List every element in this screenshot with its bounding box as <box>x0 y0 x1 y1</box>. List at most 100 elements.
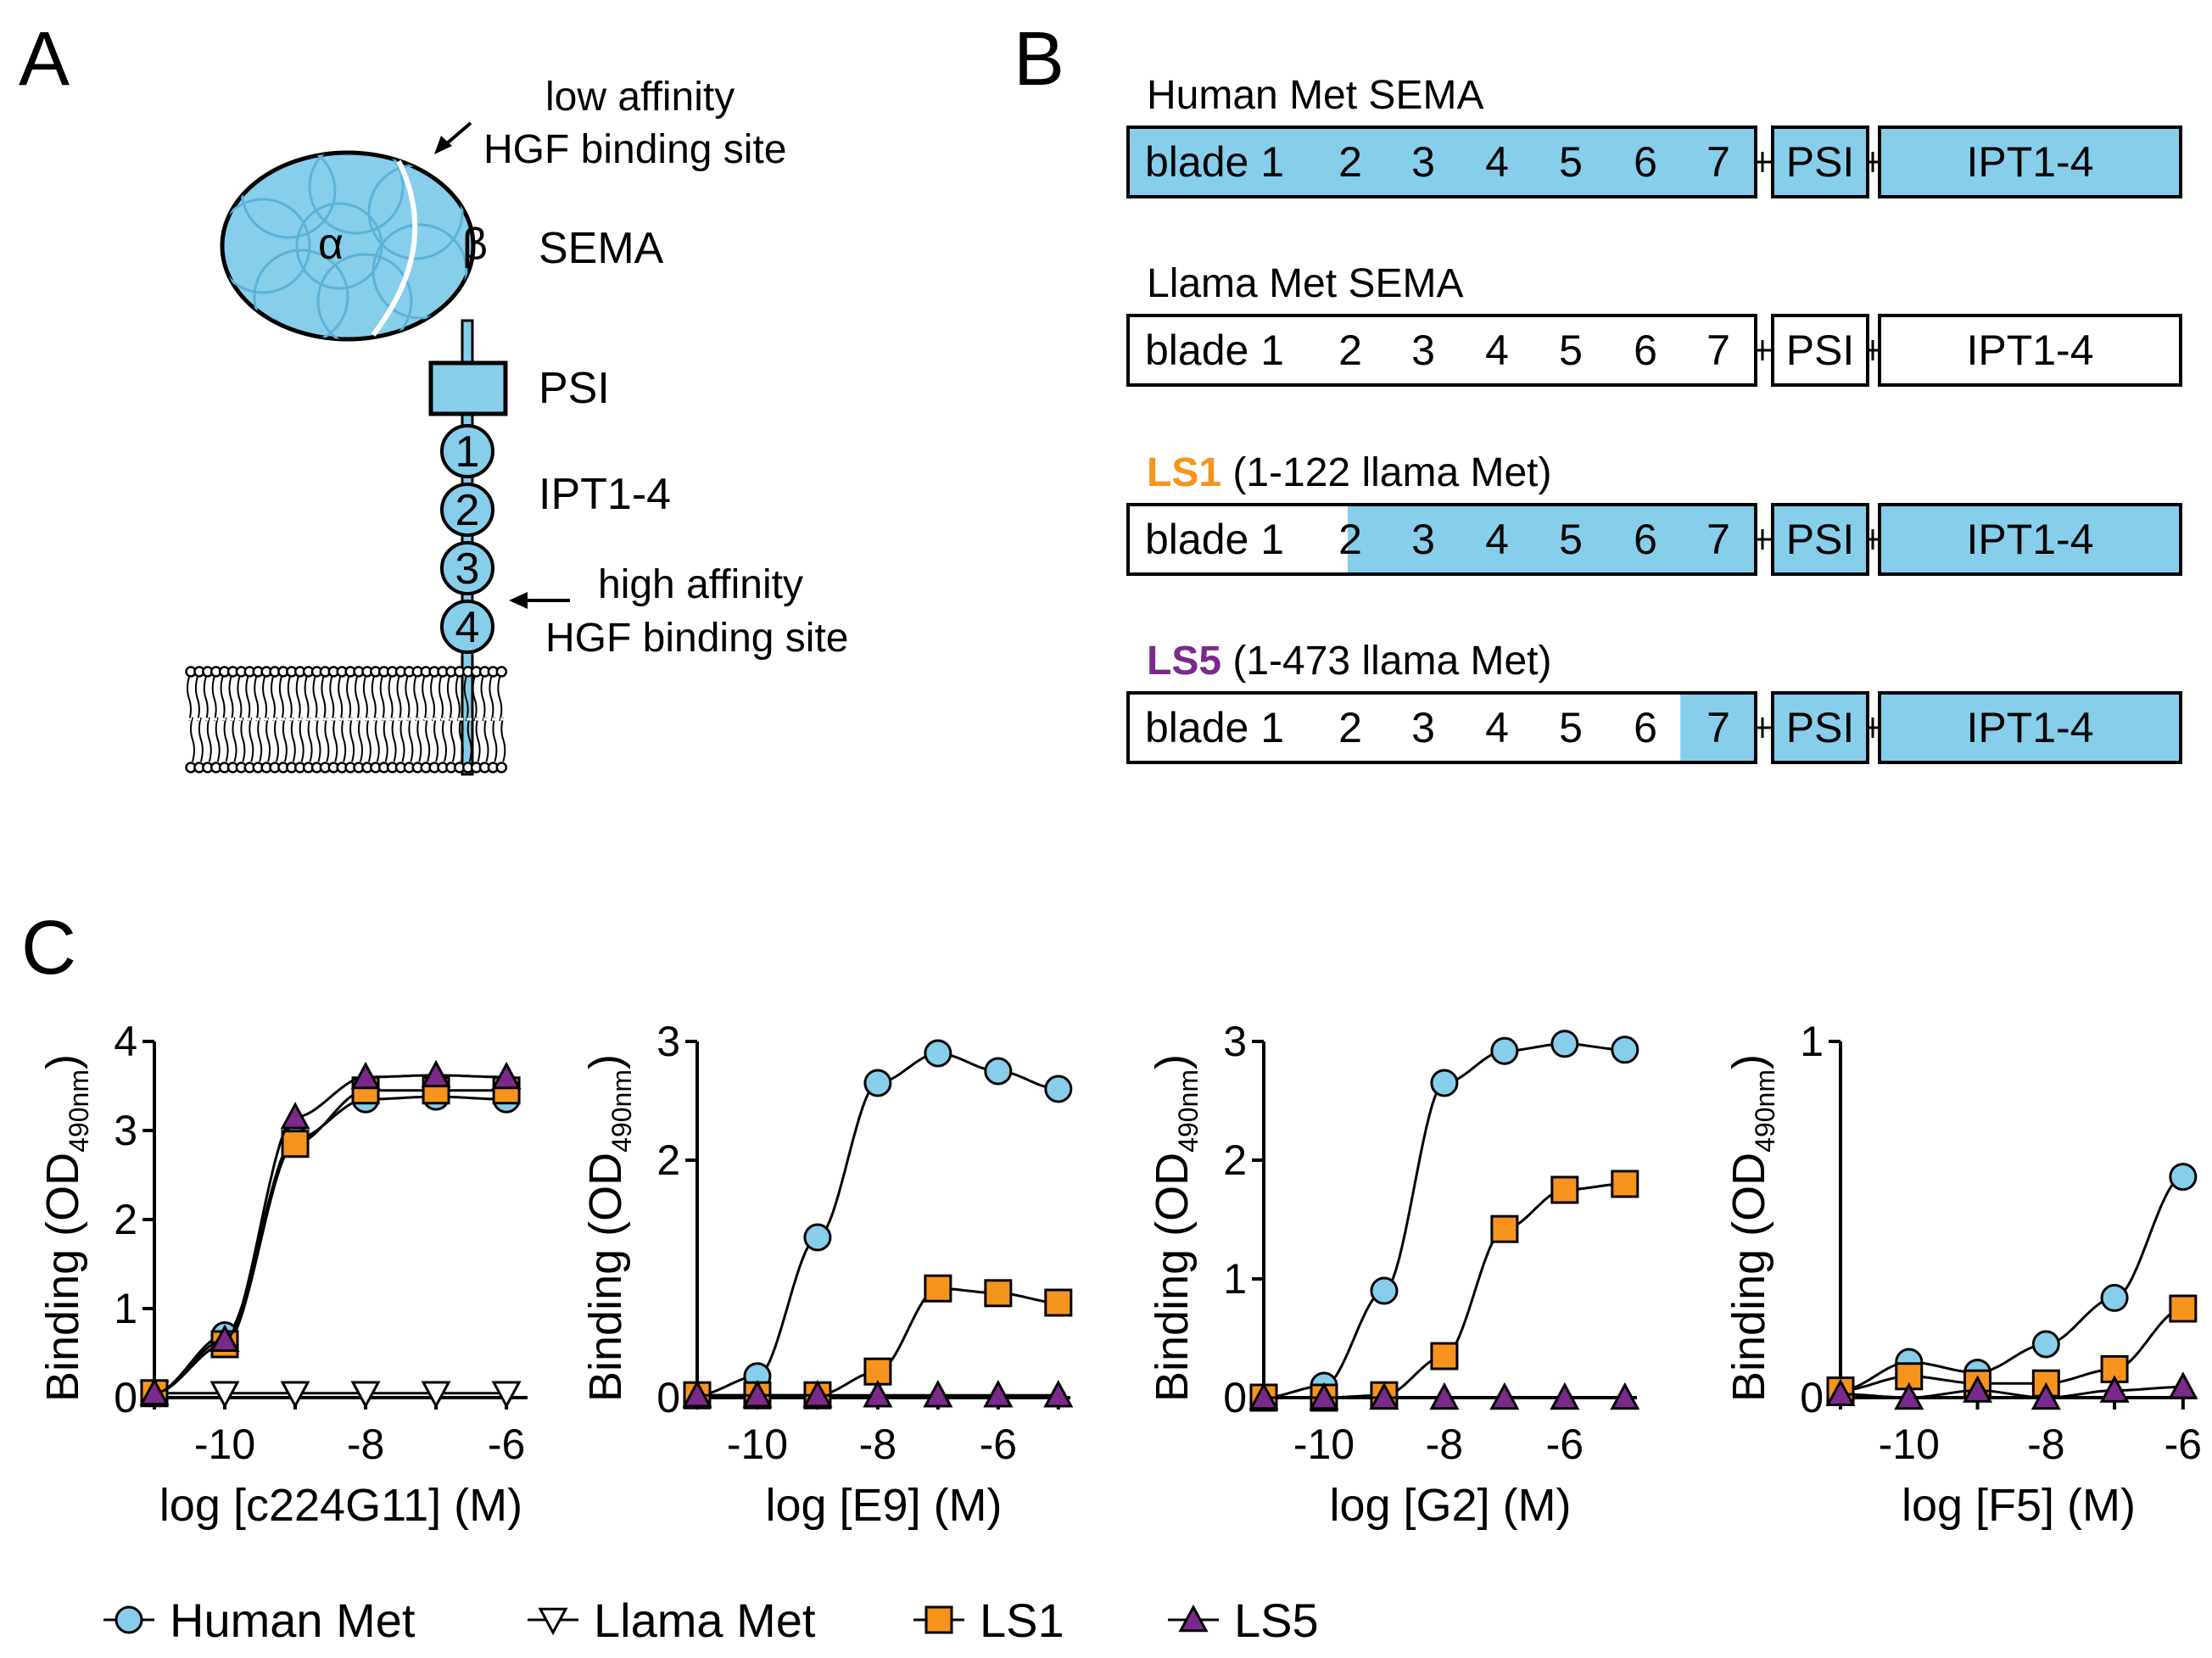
legend-label: LS1 <box>980 1594 1064 1647</box>
data-point <box>1611 1170 1639 1198</box>
x-tick-label: -10 <box>1293 1421 1355 1468</box>
lipid-tail-top <box>455 676 461 722</box>
lipid-tail-top <box>312 676 318 722</box>
x-axis-title: log [F5] (M) <box>1902 1480 2136 1531</box>
lipid-tail-bottom <box>232 717 237 762</box>
lipid-tail-top <box>388 676 394 722</box>
ipt-box <box>1878 691 2182 764</box>
x-axis-title: log [E9] (M) <box>765 1480 1002 1531</box>
lipid-tail-bottom <box>450 717 455 762</box>
fit-curve <box>696 1052 1059 1397</box>
data-point <box>491 1061 522 1090</box>
blade-number: 6 <box>1634 516 1657 563</box>
legend-item-ls1: LS1 <box>913 1594 1064 1647</box>
x-tick-label: -8 <box>859 1421 897 1468</box>
data-point <box>1490 1214 1519 1243</box>
data-point <box>209 1324 240 1352</box>
lipid-tail-bottom <box>349 717 355 762</box>
fit-curve <box>1840 1307 2183 1393</box>
data-point <box>1550 1175 1579 1204</box>
panel-letter-a: A <box>19 17 70 102</box>
lipid-tail-top <box>472 676 478 722</box>
ipt-box <box>1878 314 2182 387</box>
legend-marker <box>924 1605 953 1634</box>
lipid-tail-bottom <box>198 717 204 762</box>
lipid-tail-top <box>211 676 217 722</box>
y-tick-label: 0 <box>656 1374 680 1421</box>
blade-number: 6 <box>1634 327 1657 374</box>
lipid-bilayer <box>185 666 509 773</box>
series-human-met <box>683 1039 1073 1410</box>
lipid-tail-top <box>245 676 251 722</box>
lipid-tail-bottom <box>257 717 263 762</box>
lipid-tail-bottom <box>391 717 397 762</box>
sema-ellipse <box>220 150 476 342</box>
sema-domain: α β <box>220 150 488 342</box>
data-point <box>924 1274 952 1303</box>
ipt-number-3: 3 <box>455 544 480 594</box>
psi-label: PSI <box>1786 516 1855 563</box>
fit-curve <box>154 1074 507 1395</box>
lipid-tail-bottom <box>425 717 431 762</box>
data-point <box>682 1380 712 1408</box>
legend-label: Human Met <box>170 1594 416 1647</box>
x-axis-title: log [c224G11] (M) <box>159 1480 522 1531</box>
lipid-tail-top <box>194 676 200 722</box>
blade-number: 7 <box>1706 327 1730 374</box>
y-tick-label: 3 <box>1223 1018 1247 1065</box>
ipt-box <box>1878 503 2182 576</box>
series-ls1 <box>1249 1170 1639 1412</box>
lipid-tail-bottom <box>341 717 347 762</box>
data-point <box>1370 1276 1399 1305</box>
legend-item-llama-met: Llama Met <box>528 1594 816 1647</box>
data-point <box>491 1381 522 1409</box>
lipid-tail-bottom <box>383 717 388 762</box>
y-axis-title-close: ) <box>37 1054 88 1069</box>
psi-label: PSI <box>1786 138 1855 186</box>
lipid-tail-bottom <box>240 717 246 762</box>
lipid-tail-top <box>295 676 301 722</box>
data-point <box>350 1061 381 1090</box>
lipid-tail-bottom <box>299 717 304 762</box>
lipid-tail-top <box>497 676 503 722</box>
construct-title: Llama Met SEMA <box>1147 261 1463 306</box>
legend-marker <box>1178 1604 1209 1633</box>
high-affinity-line2: HGF binding site <box>545 616 849 661</box>
data-point <box>1610 1382 1640 1410</box>
y-tick-label: 0 <box>1223 1374 1247 1421</box>
lipid-tail-bottom <box>475 717 481 762</box>
lipid-tail-bottom <box>366 717 371 762</box>
sema-human-portion <box>1680 693 1756 762</box>
legend-marker <box>115 1605 143 1634</box>
sema-label: SEMA <box>539 224 664 273</box>
data-point <box>1550 1382 1580 1410</box>
data-point <box>1369 1382 1399 1410</box>
lipid-tail-bottom <box>215 717 221 762</box>
data-point <box>1825 1378 1856 1407</box>
ipt-label: IPT1-4 <box>1966 704 2093 751</box>
lipid-tail-bottom <box>290 717 296 762</box>
data-point <box>1309 1382 1339 1410</box>
data-point <box>2100 1283 2129 1312</box>
lipid-tail-bottom <box>458 717 464 762</box>
blade-number: 7 <box>1706 138 1730 186</box>
x-tick-label: -10 <box>194 1421 255 1468</box>
data-point <box>803 1223 832 1252</box>
series-ls1 <box>1826 1294 2198 1405</box>
x-tick-label: -8 <box>347 1421 384 1468</box>
data-point <box>421 1059 451 1088</box>
construct-title: Human Met SEMA <box>1147 73 1483 118</box>
data-point <box>1043 1380 1074 1408</box>
low-affinity-line2: HGF binding site <box>483 127 787 172</box>
lipid-tail-bottom <box>332 717 338 762</box>
ipt-number-1: 1 <box>455 427 480 477</box>
y-tick-label: 1 <box>114 1285 137 1332</box>
data-point <box>863 1069 892 1097</box>
lipid-tail-bottom <box>274 717 279 762</box>
